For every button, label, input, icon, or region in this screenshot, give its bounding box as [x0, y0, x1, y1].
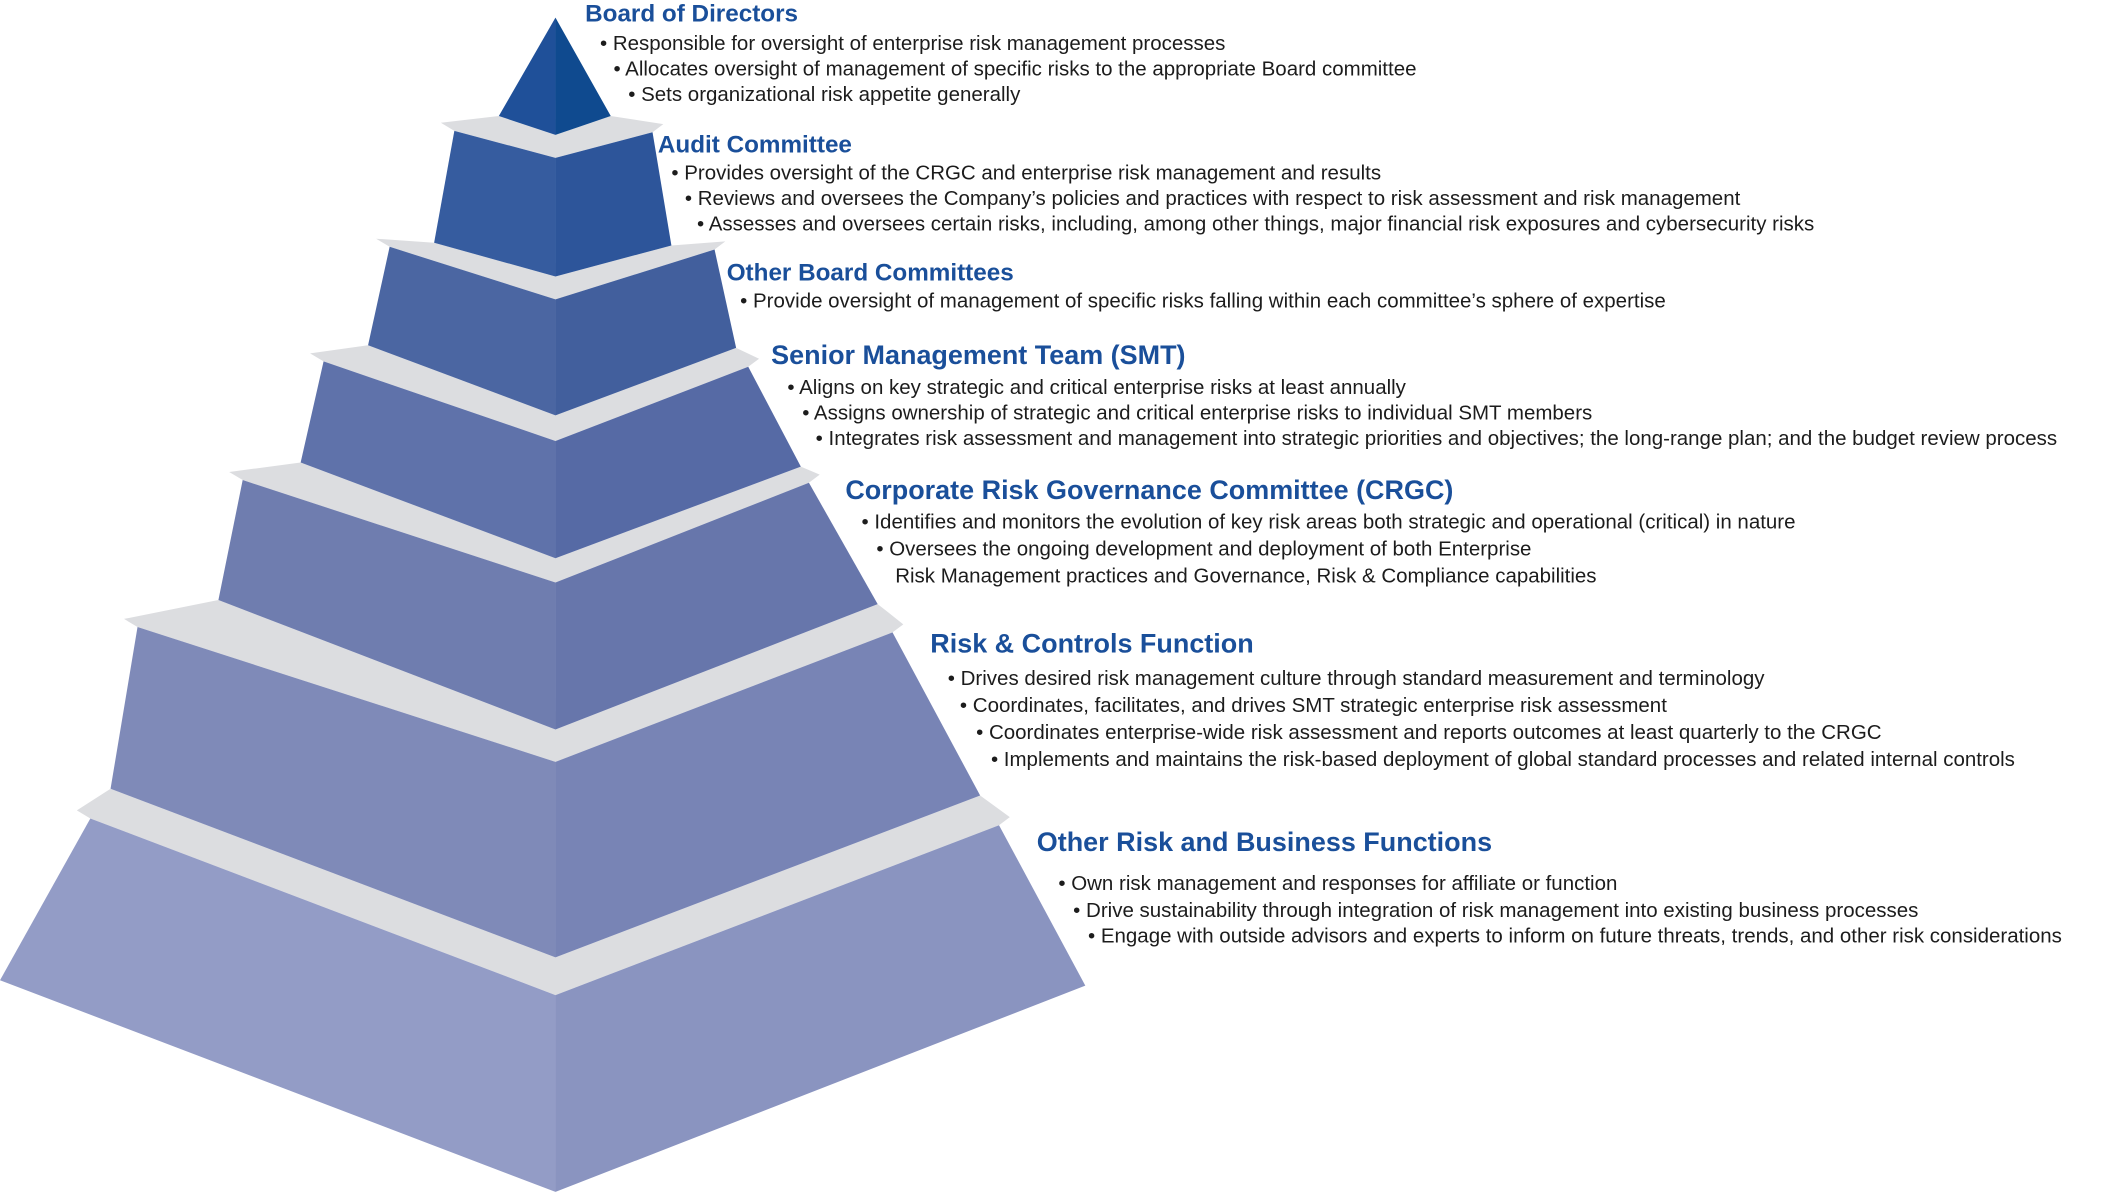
tier-title: Corporate Risk Governance Committee (CRG… — [845, 475, 1453, 505]
tier-bullet: • Drives desired risk management culture… — [948, 667, 1765, 690]
tier-title: Audit Committee — [658, 131, 852, 158]
tier-bullet: • Responsible for oversight of enterpris… — [600, 32, 1225, 55]
tier-bullet: • Assigns ownership of strategic and cri… — [802, 401, 1592, 424]
tier-bullet: • Own risk management and responses for … — [1058, 872, 1617, 895]
tier-bullet: • Integrates risk assessment and managem… — [816, 427, 2057, 450]
tier-bullet: • Reviews and oversees the Company’s pol… — [685, 187, 1741, 210]
tier-2-right-face — [555, 132, 672, 277]
tier-4-left-face — [300, 361, 556, 559]
tier-separator — [376, 238, 726, 300]
tier-bullet: • Identifies and monitors the evolution … — [862, 511, 1796, 534]
tier-bullet: • Provides oversight of the CRGC and ent… — [671, 161, 1381, 184]
tier-7-right-face — [555, 825, 1086, 1192]
tier-5-left-face — [218, 480, 556, 730]
tier-bullet: • Coordinates enterprise-wide risk asses… — [976, 721, 1882, 744]
tier-title: Board of Directors — [585, 1, 798, 28]
tier-6-left-face — [110, 627, 556, 958]
pyramid-tiers — [0, 17, 1086, 1192]
tier-6-right-face — [555, 632, 981, 958]
tier-title: Other Board Committees — [727, 260, 1014, 287]
tier-bullet: • Coordinates, facilitates, and drives S… — [960, 694, 1667, 717]
tier-separator — [124, 600, 904, 762]
tier-separator — [310, 345, 760, 441]
tier-descriptions: Board of Directors • Responsible for over… — [585, 1, 2062, 948]
tier-separator — [229, 462, 820, 583]
tier-separators — [76, 116, 1010, 996]
tier-3-left-face — [368, 246, 556, 416]
tier-bullet: • Allocates oversight of management of s… — [613, 58, 1416, 81]
tier-bullet: • Engage with outside advisors and exper… — [1088, 924, 2062, 947]
tier-title: Other Risk and Business Functions — [1037, 827, 1492, 857]
tier-1-left-face — [498, 17, 556, 135]
tier-bullet: • Aligns on key strategic and critical e… — [787, 376, 1406, 399]
tier-1-right-face — [555, 17, 611, 135]
tier-bullet: • Provide oversight of management of spe… — [740, 289, 1666, 312]
tier-3-right-face — [555, 249, 737, 416]
tier-bullet: Risk Management practices and Governance… — [895, 565, 1596, 588]
tier-separator — [440, 116, 664, 158]
tier-bullet: • Sets organizational risk appetite gene… — [628, 83, 1021, 106]
tier-bullet: • Implements and maintains the risk-base… — [991, 748, 2015, 771]
tier-5-right-face — [555, 482, 878, 730]
tier-bullet: • Oversees the ongoing development and d… — [876, 538, 1531, 561]
tier-4-right-face — [555, 366, 801, 559]
tier-separator — [76, 788, 1010, 996]
tier-bullet: • Drive sustainability through integrati… — [1073, 899, 1918, 922]
tier-bullet: • Assesses and oversees certain risks, i… — [697, 213, 1814, 236]
tier-title: Risk & Controls Function — [930, 629, 1253, 659]
tier-2-left-face — [434, 130, 556, 277]
tier-title: Senior Management Team (SMT) — [771, 340, 1185, 370]
tier-7-left-face — [0, 818, 556, 1192]
